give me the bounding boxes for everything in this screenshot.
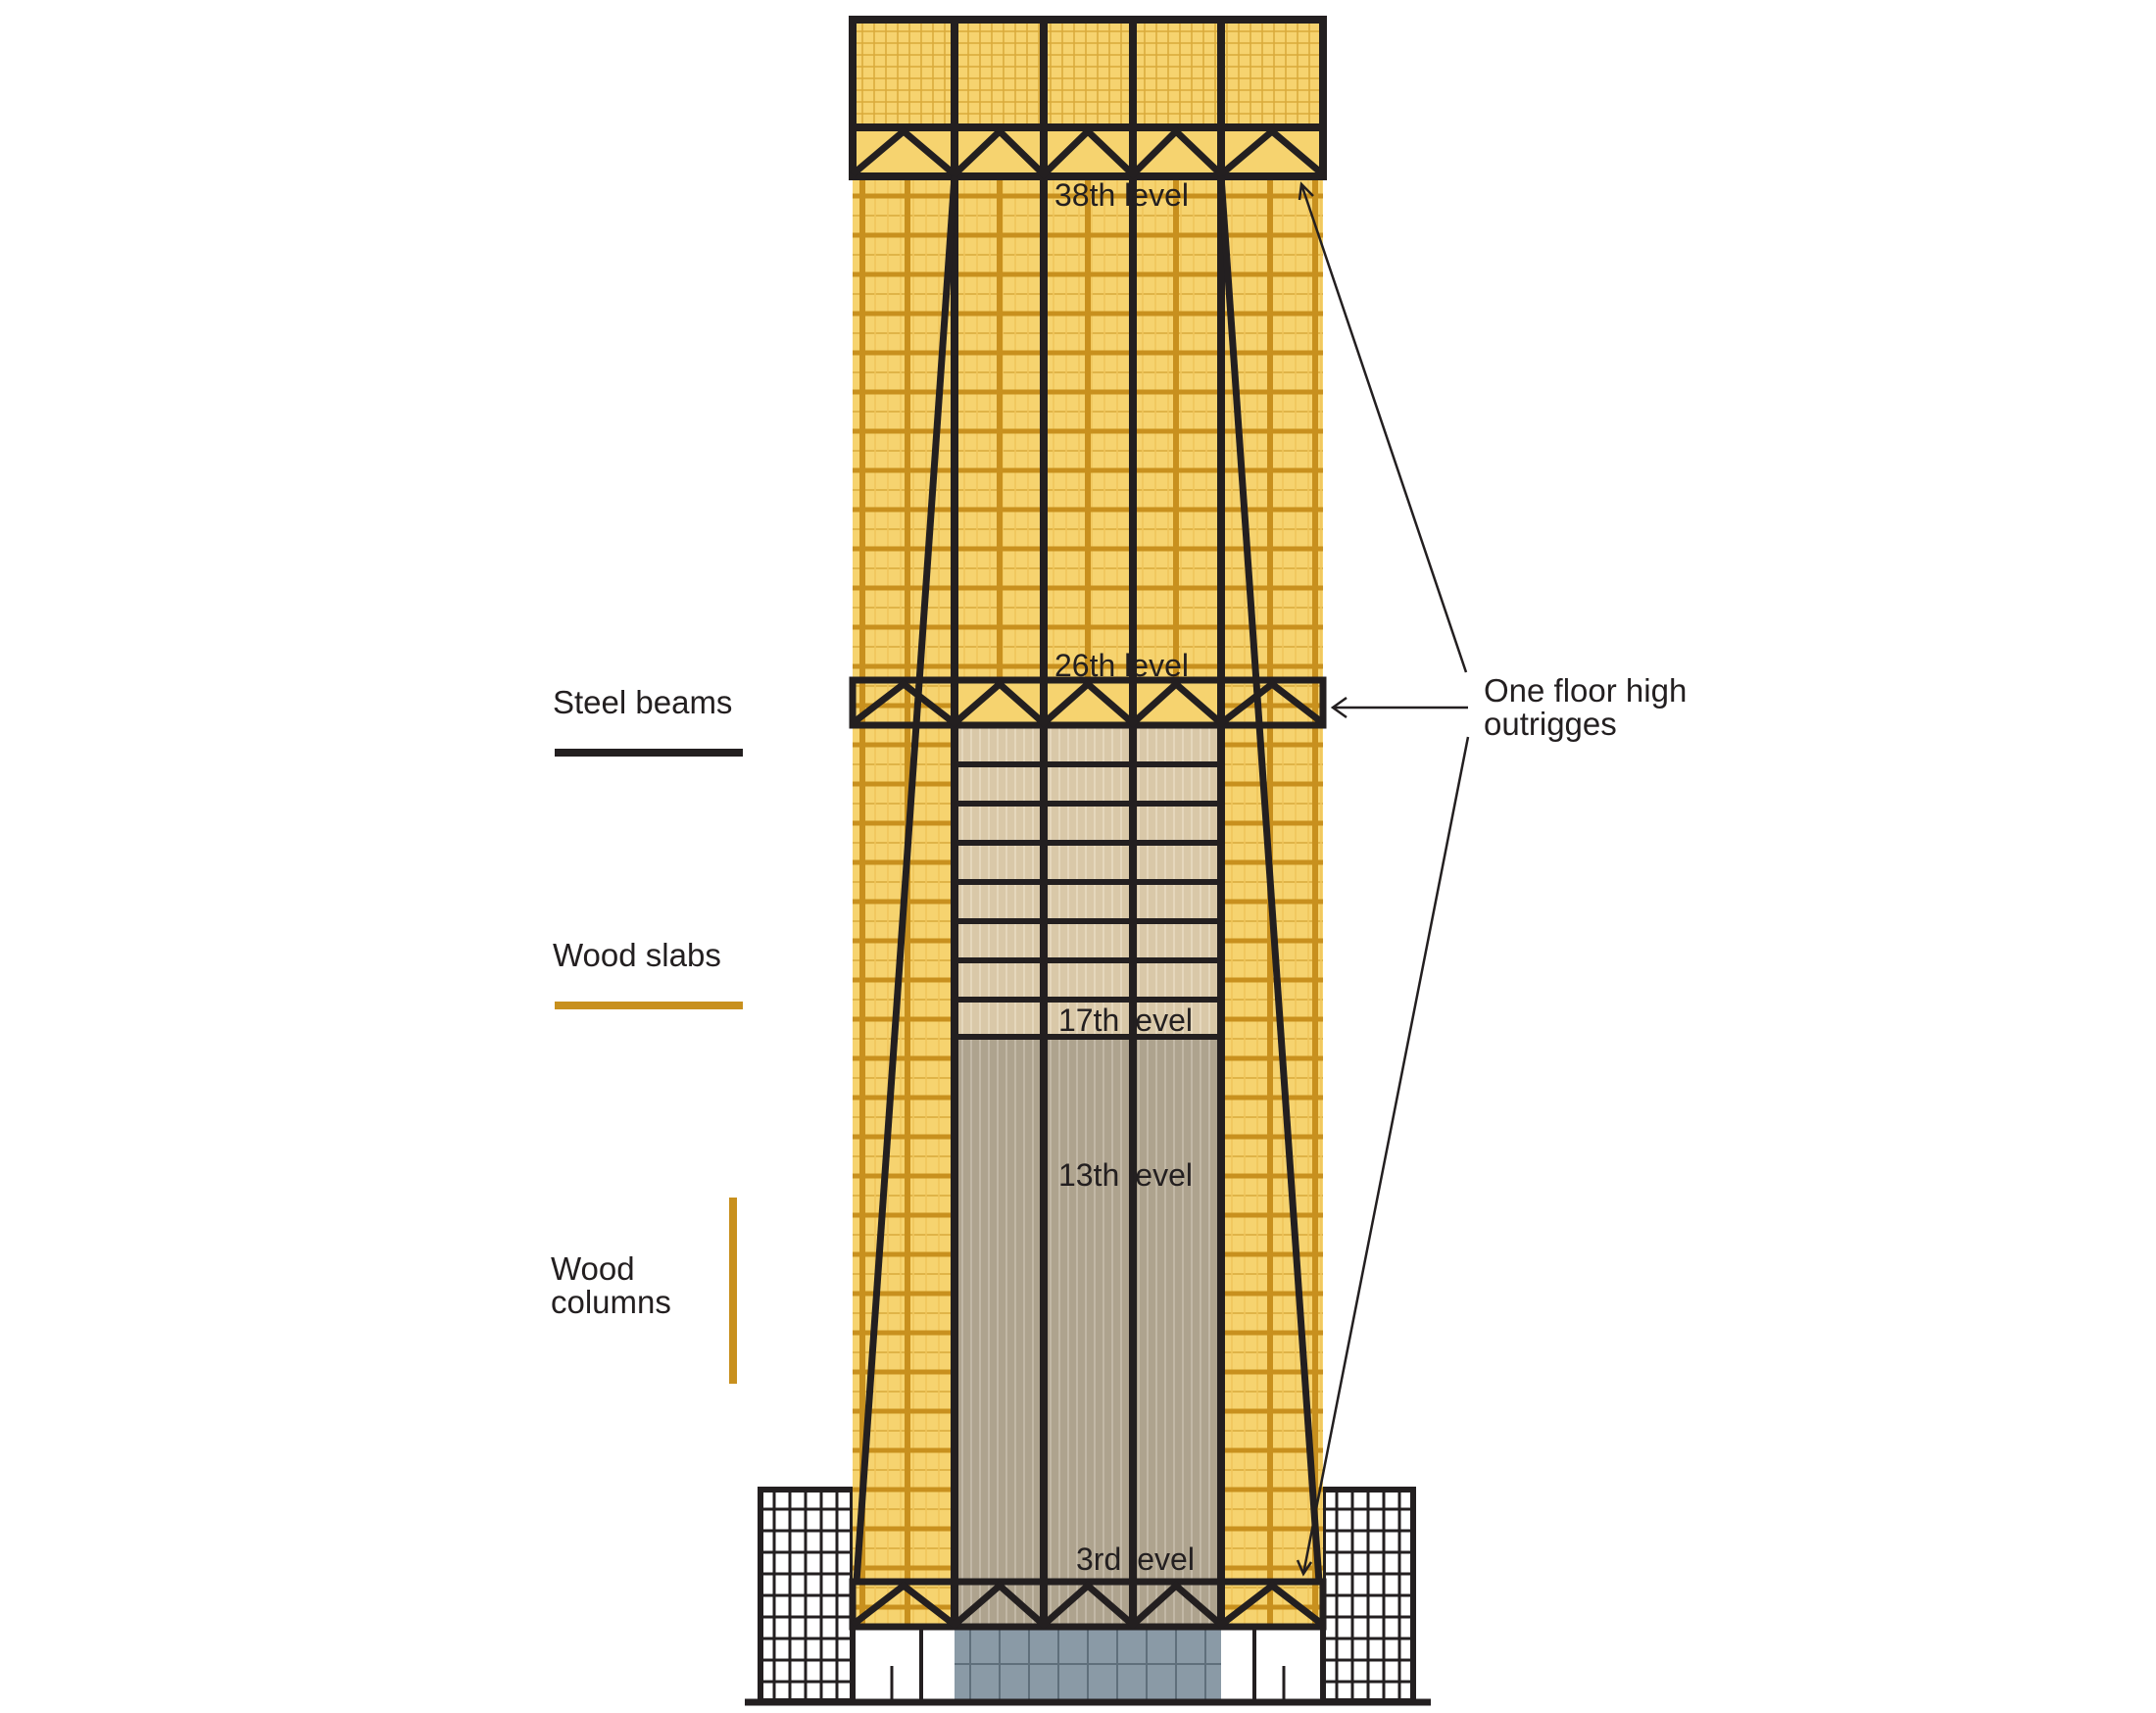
callout-label-line1: One floor high — [1484, 672, 1687, 709]
tower-body — [745, 16, 1431, 1706]
callout-arrow-bottom — [1301, 736, 1470, 1575]
column-zone — [955, 1037, 1221, 1627]
steel-slab-lines — [955, 761, 1221, 1040]
level-17-label: 17th level — [1058, 1003, 1193, 1038]
level-38-label: 38th level — [1054, 177, 1189, 213]
level-labels: 38th level 26th level 17th level 13th le… — [1054, 177, 1195, 1577]
diagonal-braces — [853, 175, 1323, 1583]
callout-label-line2: outrigges — [1484, 706, 1617, 742]
lobby-right — [1221, 1627, 1323, 1701]
crown-mesh — [853, 20, 1323, 127]
lobby-mullions — [850, 1627, 1326, 1701]
podium-right — [1320, 1487, 1416, 1704]
legend: Steel beams Wood slabs Wood columns — [551, 684, 743, 1384]
outrigger-middle — [849, 676, 1327, 729]
legend-wood-slabs-label: Wood slabs — [553, 937, 721, 973]
legend-steel-beams-label: Steel beams — [553, 684, 732, 720]
legend-wood-columns-label-line2: columns — [551, 1284, 671, 1320]
wood-columns-frame — [859, 176, 1318, 1627]
level-3-label: 3rd level — [1076, 1542, 1195, 1577]
outrigger-top — [850, 126, 1326, 179]
crown-outline — [849, 16, 1327, 180]
level-13-label: 13th level — [1058, 1157, 1193, 1193]
outrigger-bottom — [849, 1578, 1327, 1631]
steel-core — [951, 20, 1225, 1627]
legend-wood-columns-label-line1: Wood — [551, 1250, 635, 1287]
lobby-left — [853, 1627, 955, 1701]
level-26-label: 26th level — [1054, 648, 1189, 683]
podium-left — [758, 1487, 856, 1704]
callout-arrow-top — [1299, 183, 1468, 673]
outrigger-callout: One floor high outrigges — [1296, 181, 1687, 1577]
